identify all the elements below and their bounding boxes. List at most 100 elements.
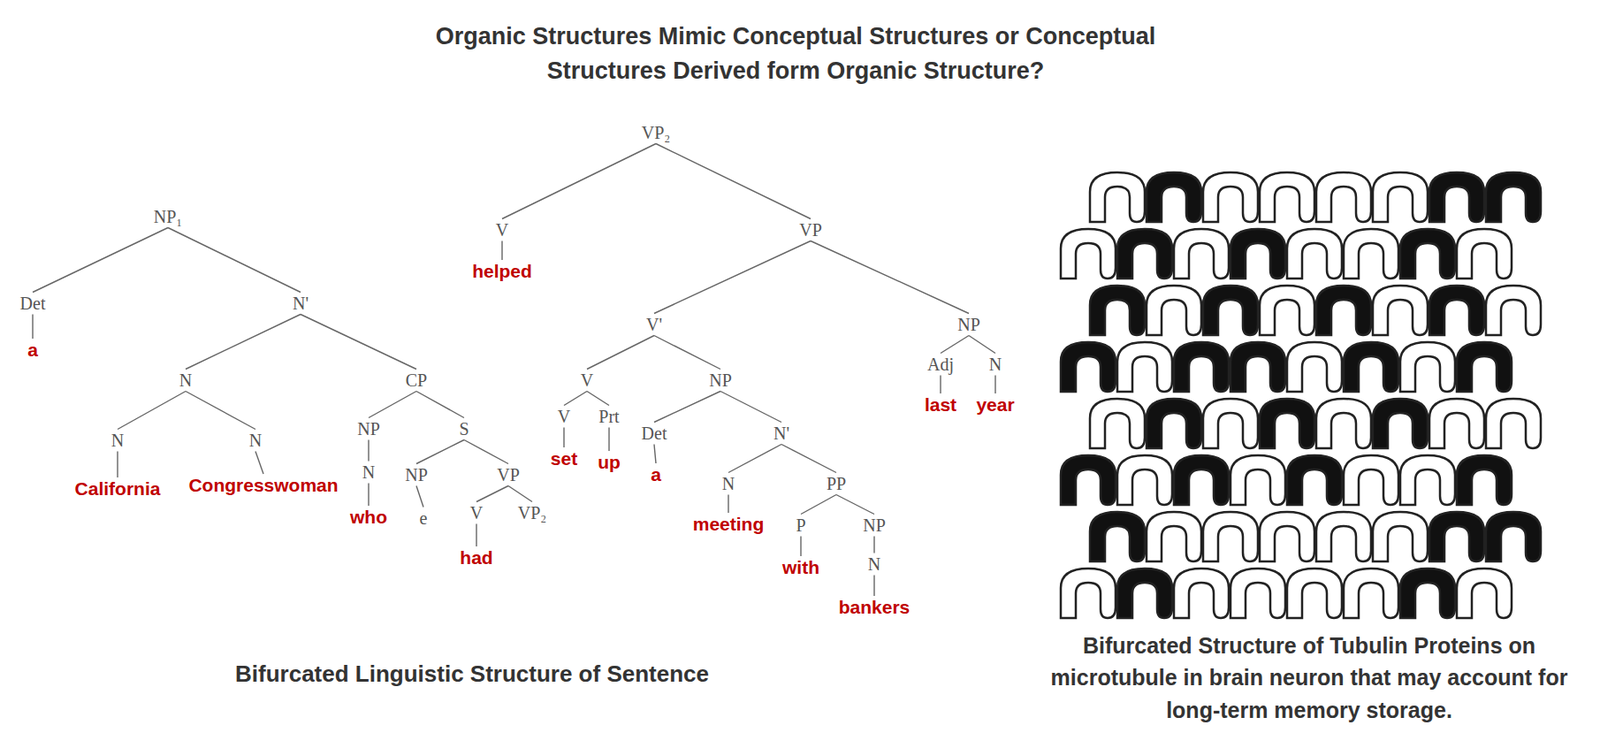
tree-branch [939,375,941,395]
tree-branch [720,391,782,423]
caption: Bifurcated Structure of Tubulin Proteins… [1043,629,1575,726]
tree-category: N [111,430,124,451]
tree-category: Det [641,423,668,444]
tree-branch [781,444,837,473]
tree-category: V [580,370,594,391]
tree-category: N [179,370,192,391]
tree-branch [728,444,782,473]
tree-category: Prt [598,406,619,427]
tubulin-dimer [1485,172,1541,222]
tubulin-dimer [1343,342,1399,392]
tubulin-dimer [1146,511,1202,562]
tubulin-dimer [1173,455,1229,505]
tree-branch [167,228,301,293]
tree-branch [800,536,801,557]
tubulin-dimer [1060,568,1116,618]
tree-category: VP [799,220,823,241]
tubulin-dimer [1429,511,1485,562]
tree-branch [727,495,729,514]
tubulin-dimer [1400,342,1456,392]
tubulin-dimer [1089,285,1145,336]
tree-branch [416,486,424,508]
tubulin-dimer [1259,172,1315,222]
tree-branch [836,495,875,515]
tree-branch [300,314,417,370]
tubulin-dimer [1372,511,1428,562]
tree-branch [873,575,875,597]
tubulin-dimer [1230,455,1286,505]
tree-category: VP₂ [518,502,548,524]
tubulin-dimer [1230,228,1286,279]
tree-branch [416,440,465,465]
tree-branch [586,335,655,370]
tree-branch [367,483,369,507]
tubulin-dimer [1485,511,1541,562]
tubulin-dimer [1400,455,1456,505]
tubulin-dimer [1259,398,1315,449]
tree-category: NP₁ [153,206,183,228]
tubulin-dimer [1485,398,1541,449]
tubulin-dimer [1429,398,1485,449]
tubulin-dimer [1456,228,1512,279]
tubulin-dimer [1117,455,1173,505]
tree-word: year [975,394,1014,416]
tubulin-dimer [1372,398,1428,449]
tree-branch [31,314,33,340]
tree-branch [255,451,264,475]
tubulin-dimer [1117,228,1173,279]
tubulin-dimer [1316,285,1372,336]
tree-branch [368,391,417,419]
tree-category: VP₂ [641,122,671,144]
tubulin-dimer [1173,228,1229,279]
tree-word: up [597,451,621,473]
tree-category: N' [292,293,309,314]
tubulin-dimer [1259,285,1315,336]
tubulin-dimer [1117,568,1173,618]
tree-category: NP [708,370,732,391]
tubulin-dimer [1372,172,1428,222]
tree-category: S [458,419,469,440]
tree-word: meeting [693,513,765,535]
tree-branch [367,440,369,462]
tubulin-dimer [1287,228,1342,279]
tree-category: V [470,502,483,524]
tree-branch [416,391,465,419]
tree-category: NP [957,314,981,336]
tubulin-dimer [1287,342,1342,392]
tree-branch [116,451,118,479]
tree-category: V [495,220,509,241]
tubulin-dimer [1203,285,1258,336]
tree-branch [655,144,811,220]
tubulin-dimer [1456,455,1512,505]
tree-branch [654,241,811,314]
tree-category: NP [862,515,886,536]
tree-category: N [868,554,881,575]
tubulin-dimer [1146,398,1202,449]
tree-category: VP [496,464,520,486]
tubulin-dimer [1316,398,1372,449]
tree-word: a [27,339,39,361]
tubulin-dimer [1456,342,1512,392]
tree-category: PP [826,473,846,495]
tree-branch [654,335,721,370]
tree-word: California [75,478,161,500]
tree-branch [654,444,656,465]
tree-branch [994,375,996,395]
tree-branch [586,391,610,406]
tubulin-dimer [1287,455,1342,505]
tubulin-dimer [1400,228,1456,279]
tree-category: Det [20,293,46,314]
tree-branch [968,335,996,354]
tree-branch [476,486,509,503]
tree-branch [873,536,875,554]
tubulin-dimer [1203,511,1258,562]
tree-category: e [419,508,428,529]
tubulin-dimer [1146,285,1202,336]
tubulin-dimer [1060,228,1116,279]
tree-word: Congresswoman [188,474,338,496]
tree-category: CP [405,370,427,391]
tree-branch [502,144,656,220]
tubulin-dimer [1173,342,1229,392]
caption: Bifurcated Linguistic Structure of Sente… [235,660,709,688]
tree-category: P [795,515,806,536]
